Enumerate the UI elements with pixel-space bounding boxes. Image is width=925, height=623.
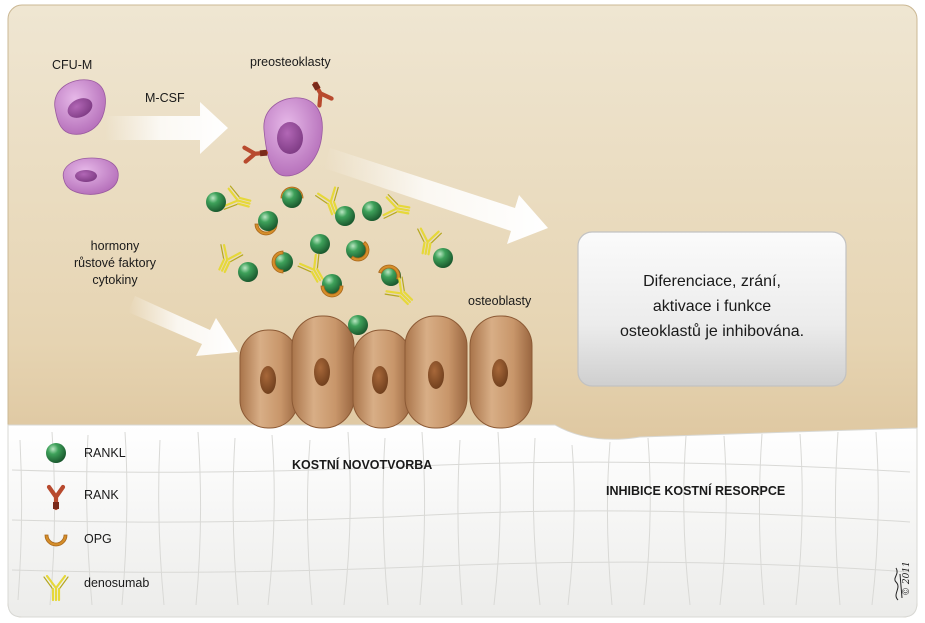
label-bone-formation: KOSTNÍ NOVOTVORBA [292, 457, 432, 472]
label-hormones-1: hormony [91, 239, 140, 253]
legend-label-rank: RANK [84, 488, 119, 502]
osteoblast-cell [352, 329, 412, 429]
cfu-m-cells [54, 79, 119, 195]
result-line-1: Diferenciace, zrání, [643, 273, 781, 290]
label-resorption-inhibition: INHIBICE KOSTNÍ RESORPCE [606, 483, 785, 498]
legend: RANKL RANK OPG denosumab [42, 443, 149, 602]
label-hormones-3: cytokiny [92, 273, 138, 287]
arrow-to-result [324, 148, 548, 244]
signature-scribble [894, 567, 903, 601]
osteoblast-cell [239, 329, 299, 429]
arrow-mcsf [105, 102, 228, 154]
label-m-csf: M-CSF [145, 91, 185, 105]
arrow-hormones [128, 296, 238, 356]
result-line-2: aktivace i funkce [653, 298, 771, 315]
legend-label-rankl: RANKL [84, 446, 126, 460]
osteoblast-cell [404, 315, 468, 429]
legend-item-denosumab: denosumab [42, 574, 149, 602]
signature-year: © 2011 [902, 561, 912, 596]
label-hormones-2: růstové faktory [74, 256, 157, 270]
label-cfu-m: CFU-M [52, 58, 92, 72]
label-osteoblasts: osteoblasty [468, 294, 532, 308]
legend-item-rankl: RANKL [46, 443, 126, 463]
rankl-icon [46, 443, 66, 463]
result-box: Diferenciace, zrání, aktivace i funkce o… [577, 231, 847, 387]
preosteoclast-cell [244, 80, 331, 177]
osteoblast-cell [291, 315, 355, 429]
bone-layer [7, 424, 918, 618]
result-line-3: osteoklastů je inhibována. [620, 322, 804, 340]
legend-item-rank: RANK [49, 487, 119, 509]
legend-label-opg: OPG [84, 532, 112, 546]
arrows [105, 102, 548, 356]
legend-label-denosumab: denosumab [84, 576, 149, 590]
label-preosteoclasts: preosteoklasty [250, 55, 331, 69]
legend-item-opg: OPG [44, 532, 112, 547]
osteoblast-cell [469, 315, 533, 429]
artist-signature: © 2011 [894, 561, 912, 601]
osteoblast-row [239, 315, 533, 429]
